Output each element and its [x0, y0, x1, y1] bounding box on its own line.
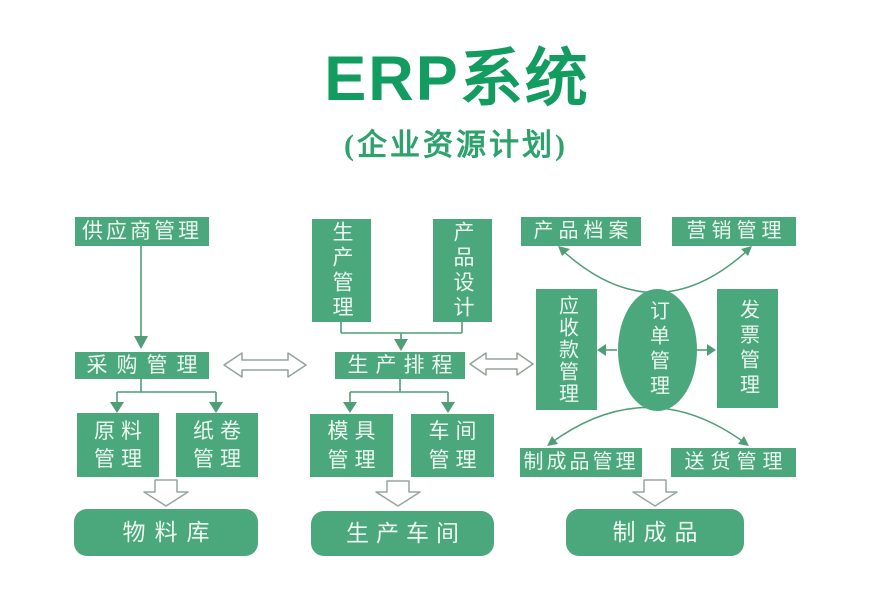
node-invoice-mgmt: 发票管理 — [717, 289, 778, 408]
arrow-order-to-receivables — [597, 344, 617, 356]
double-arrow-scheduling-receivables — [469, 352, 534, 376]
block-arrow-to-production-workshop — [375, 480, 421, 507]
arc-order-to-finished-and-delivery — [547, 406, 749, 446]
node-production-mgmt: 生产管理 — [312, 219, 371, 322]
branch-scheduling-to-workshop-boxes — [343, 379, 455, 413]
branch-purchase-to-material-boxes — [110, 379, 223, 413]
node-workshop-mgmt: 车间 管理 — [411, 414, 494, 477]
node-receivables-mgmt: 应收款管理 — [536, 289, 597, 410]
node-marketing-mgmt: 营销管理 — [672, 217, 796, 246]
block-arrow-to-material-warehouse — [143, 479, 189, 507]
node-production-workshop: 生产车间 — [311, 511, 494, 556]
node-production-scheduling: 生产排程 — [335, 352, 465, 379]
node-delivery-mgmt: 送货管理 — [671, 448, 796, 477]
page-subtitle: (企业资源计划) — [344, 129, 568, 162]
block-arrow-to-finished-goods — [632, 479, 678, 507]
node-product-design: 产品设计 — [433, 219, 492, 322]
double-arrow-purchase-scheduling — [223, 352, 307, 378]
node-raw-material-mgmt: 原料 管理 — [77, 413, 159, 477]
node-paper-roll-mgmt: 纸卷 管理 — [176, 413, 258, 477]
node-material-warehouse: 物料库 — [74, 509, 258, 556]
arc-order-to-archive-and-marketing — [558, 246, 752, 294]
arrow-supplier-to-purchase — [134, 246, 148, 349]
node-finished-product: 制成品 — [566, 509, 744, 556]
node-supplier-mgmt: 供应商管理 — [75, 217, 209, 246]
node-order-mgmt: 订单管理 — [618, 289, 697, 411]
merge-production-design-to-scheduling — [340, 321, 463, 351]
page-title: ERP系统 — [324, 44, 590, 114]
node-product-archive: 产品档案 — [521, 217, 641, 246]
node-finished-product-mgmt: 制成品管理 — [520, 448, 642, 477]
node-purchase-mgmt: 采购管理 — [75, 352, 209, 379]
node-mold-mgmt: 模具 管理 — [310, 414, 393, 477]
arrow-order-to-invoice — [696, 344, 716, 356]
